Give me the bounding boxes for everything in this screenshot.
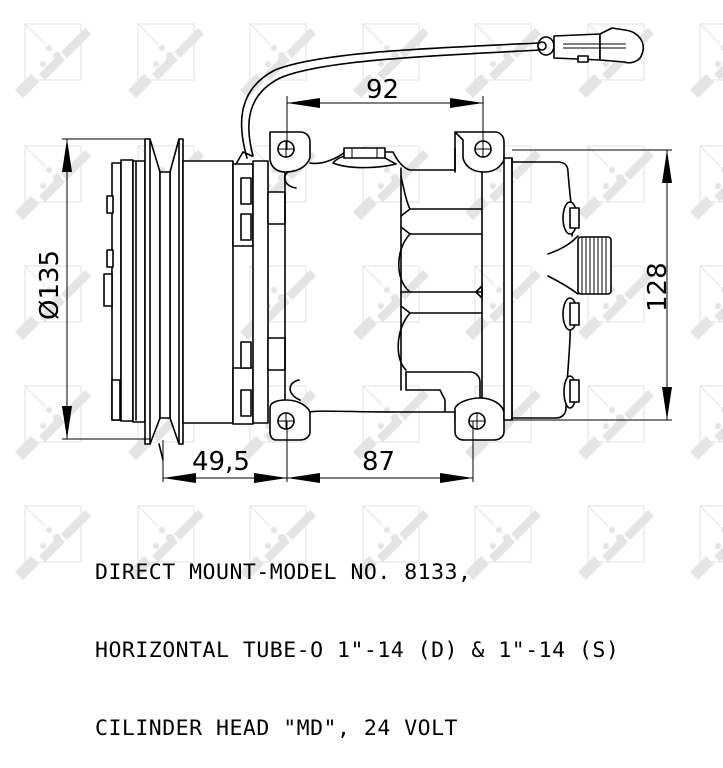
dimension-92-label: 92 xyxy=(366,75,399,105)
dimension-87-label: 87 xyxy=(362,447,395,477)
dimension-128: 128 xyxy=(504,149,673,421)
pulley-clutch xyxy=(103,138,234,461)
electrical-connector xyxy=(240,27,644,159)
compressor-body xyxy=(284,147,483,421)
compressor-drawing: 92 Ø135 128 49,5 87 xyxy=(14,23,723,581)
dimension-bottom: 49,5 87 xyxy=(162,421,474,483)
mounting-ears xyxy=(269,131,505,441)
dimension-diameter-label: Ø135 xyxy=(35,250,65,320)
model-description: DIRECT MOUNT-MODEL NO. 8133, HORIZONTAL … xyxy=(95,508,619,768)
description-line-3: CILINDER HEAD "MD", 24 VOLT xyxy=(95,716,458,741)
front-housing xyxy=(232,151,286,425)
dimension-128-label: 128 xyxy=(643,262,673,312)
dimension-diameter-135: Ø135 xyxy=(35,138,150,440)
description-line-1: DIRECT MOUNT-MODEL NO. 8133, xyxy=(95,560,472,585)
description-line-2: HORIZONTAL TUBE-O 1"-14 (D) & 1"-14 (S) xyxy=(95,638,620,663)
dimension-92: 92 xyxy=(286,75,484,150)
dimension-49-5-label: 49,5 xyxy=(192,447,250,477)
